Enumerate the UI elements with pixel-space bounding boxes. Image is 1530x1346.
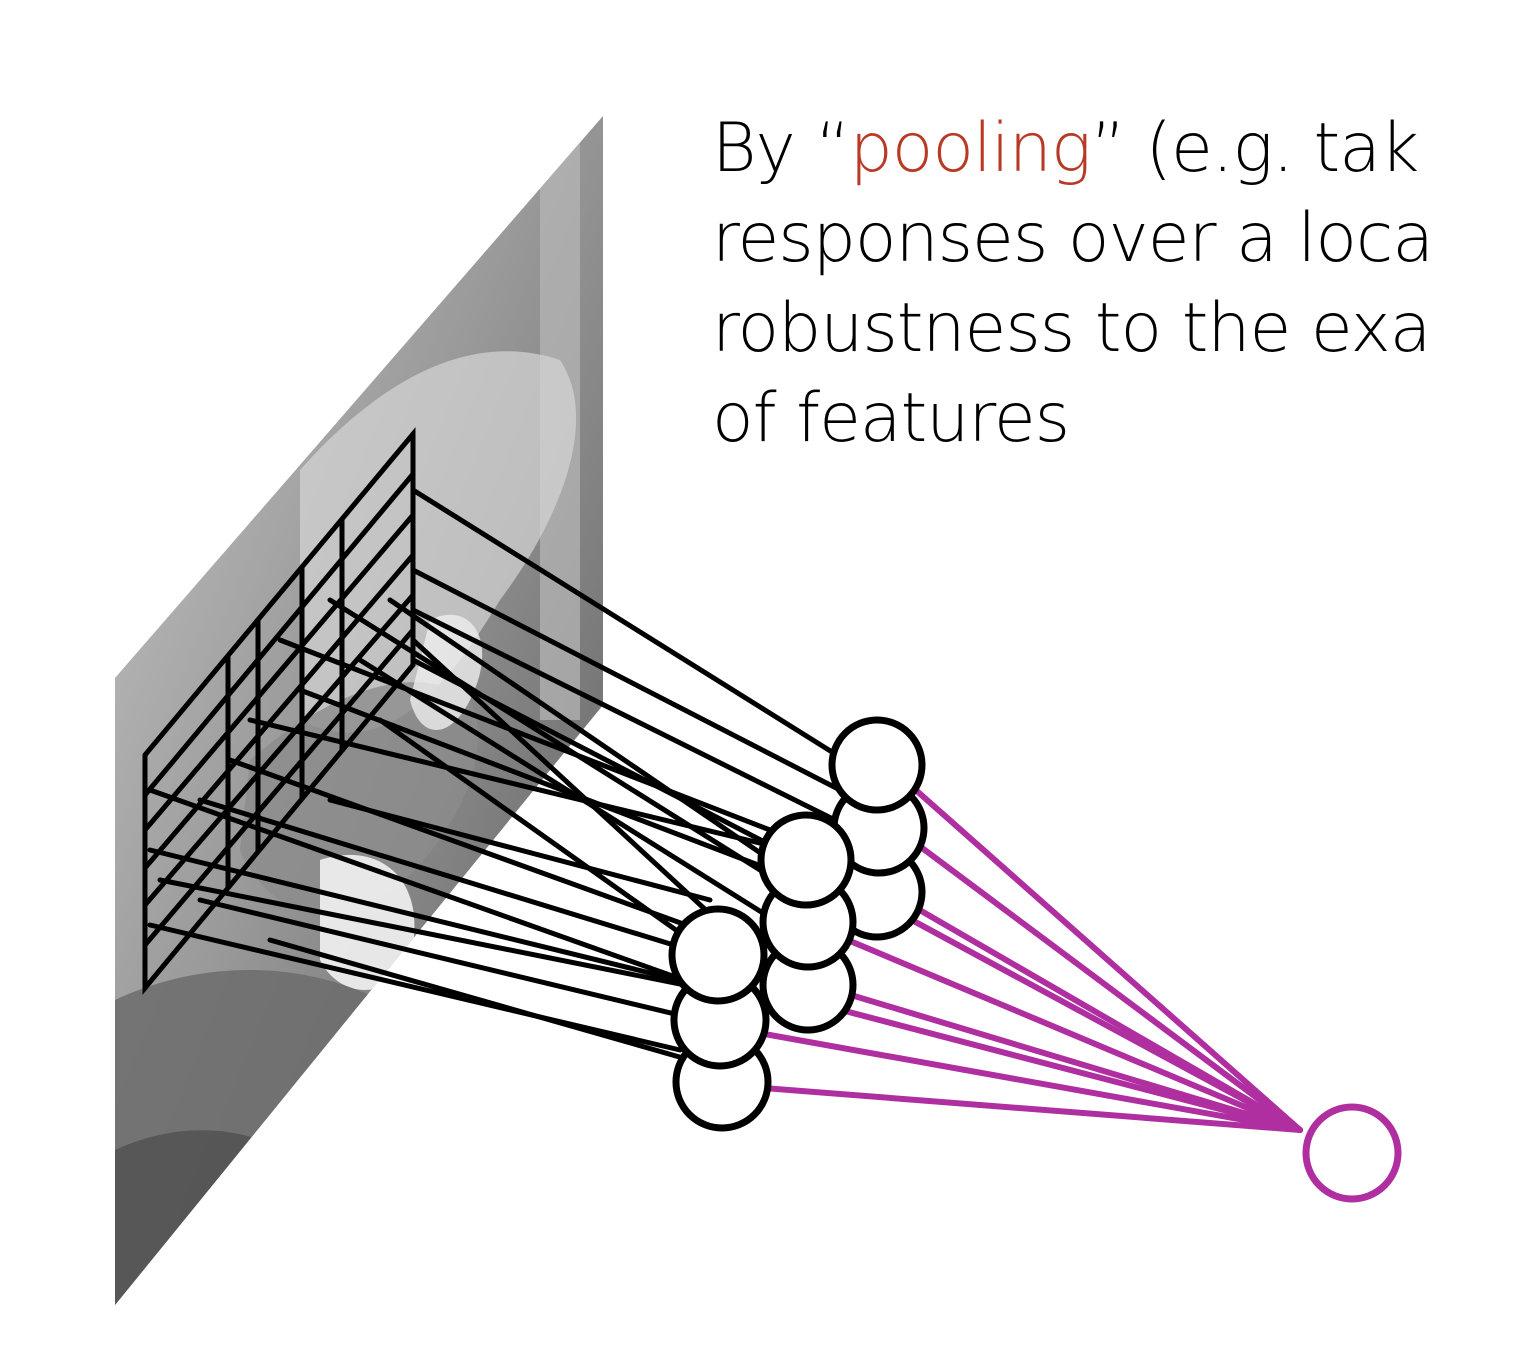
pooling-connections: [709, 759, 1303, 1133]
caption-line-1: By “pooling” (e.g. tak: [712, 104, 1433, 194]
caption-line-3: robustness to the exa: [712, 289, 1431, 368]
caption-line-4: of features: [712, 379, 1070, 458]
pooling-term: pooling: [849, 109, 1092, 188]
caption-line-2: responses over a loca: [712, 199, 1434, 278]
pooling-unit: [1302, 1103, 1402, 1203]
caption-line-1-after: ” (e.g. tak: [1090, 109, 1420, 188]
feature-unit-7: [828, 716, 926, 814]
feature-unit-4: [757, 811, 855, 909]
caption-line-1-before: By “: [712, 109, 851, 188]
feature-unit-1: [668, 905, 768, 1005]
filter-grid: [142, 427, 416, 995]
feature-units: [668, 716, 928, 1132]
pooling-caption: By “pooling” (e.g. tak responses over a …: [712, 104, 1434, 464]
